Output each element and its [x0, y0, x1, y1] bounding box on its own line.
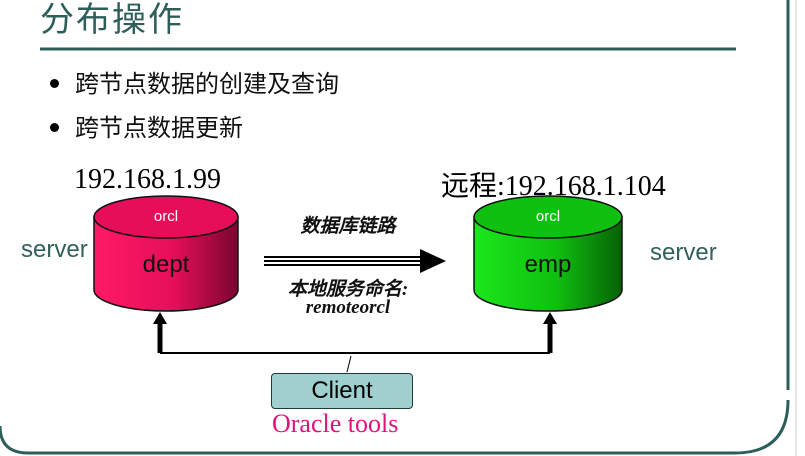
bottom-border — [0, 399, 790, 455]
page-title: 分布操作 — [40, 0, 184, 40]
remote-db-label: emp — [524, 251, 572, 278]
bullet-dot-icon — [50, 122, 59, 132]
bullet-dot-icon — [50, 78, 59, 88]
db-link-label: 数据库链路 — [300, 216, 396, 237]
service-name-label: 本地服务命名: — [287, 279, 409, 300]
local-ip: 192.168.1.99 — [74, 164, 221, 195]
bullet-item: 跨节点数据更新 — [46, 112, 339, 156]
client-connector — [153, 312, 557, 373]
remote-ip: 远程:192.168.1.104 — [441, 171, 666, 202]
local-server-label: server — [21, 236, 88, 263]
bullet-text: 跨节点数据的创建及查询 — [75, 70, 339, 98]
oracle-tools-label: Oracle tools — [272, 409, 399, 438]
remote-server-label: server — [650, 239, 717, 266]
remote-db-cylinder — [473, 195, 623, 312]
db-link-arrow — [264, 249, 446, 273]
bullet-item: 跨节点数据的创建及查询 — [46, 68, 339, 112]
bullet-list: 跨节点数据的创建及查询 跨节点数据更新 — [46, 68, 339, 156]
client-box: Client — [271, 373, 413, 409]
remote-db-top-label: orcl — [535, 208, 561, 225]
local-db-cylinder — [93, 195, 239, 312]
service-name-value: remoteorcl — [305, 297, 391, 318]
bullet-text: 跨节点数据更新 — [75, 114, 243, 142]
local-db-label: dept — [142, 251, 190, 278]
local-db-top-label: orcl — [153, 208, 179, 225]
